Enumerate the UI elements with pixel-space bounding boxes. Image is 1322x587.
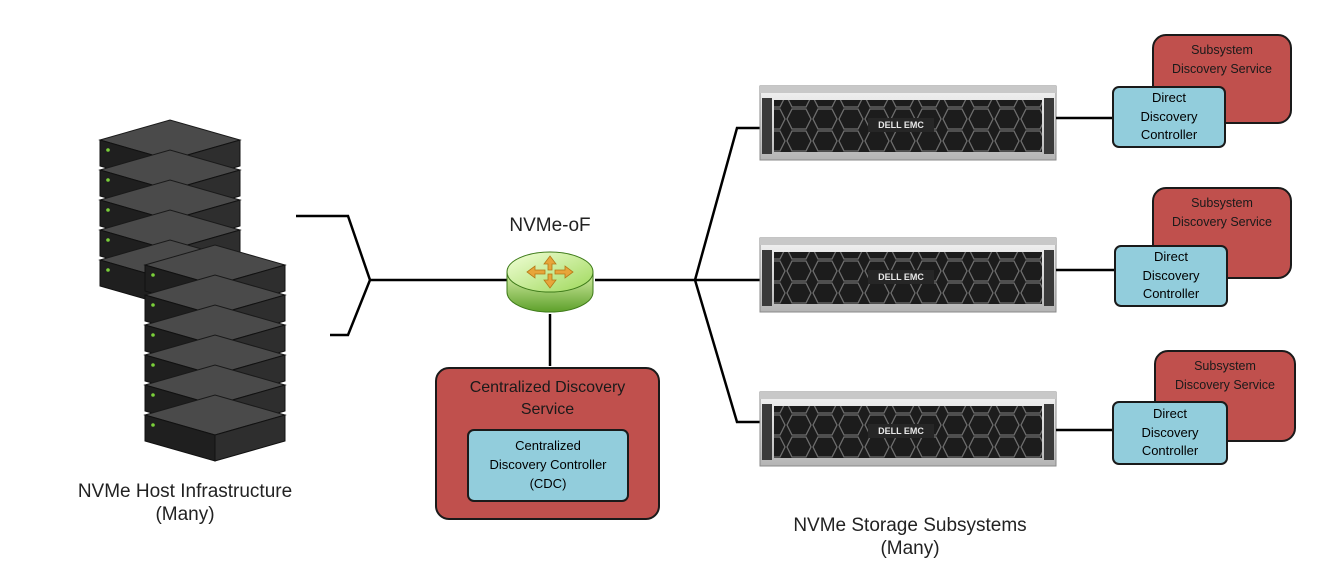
ddc-2-line-3: Controller xyxy=(1142,286,1200,302)
sds-2-line-2: Discovery Service xyxy=(1171,215,1273,230)
sds-title-3: Subsystem Discovery Service xyxy=(1156,357,1294,396)
cds-title: Centralized Discovery Service xyxy=(437,377,658,420)
storage-brand-label-3: DELL EMC xyxy=(878,426,924,436)
cdc-line-2: Discovery Controller xyxy=(489,457,607,473)
sds-1-line-2: Discovery Service xyxy=(1171,62,1273,77)
cdc-line-3: (CDC) xyxy=(529,475,567,491)
sds-2-line-1: Subsystem xyxy=(1191,196,1253,210)
ddc-1-line-1: Direct xyxy=(1152,89,1186,105)
ddc-2-line-2: Discovery xyxy=(1142,267,1200,283)
ddc-3-line-3: Controller xyxy=(1141,443,1199,459)
centralized-discovery-service-box: Centralized Discovery Service Centralize… xyxy=(435,367,660,520)
host-label-line-1: NVMe Host Infrastructure xyxy=(77,481,293,502)
ddc-3-line-1: Direct xyxy=(1153,405,1187,421)
ddc-1-line-3: Controller xyxy=(1140,127,1198,143)
cdc-line-1: Centralized xyxy=(515,438,581,454)
storage-brand-label-2: DELL EMC xyxy=(878,272,924,282)
centralized-discovery-controller-box: Centralized Discovery Controller (CDC) xyxy=(467,429,629,502)
host-server-rack-front xyxy=(144,244,286,462)
direct-discovery-controller-box-3: Direct Discovery Controller xyxy=(1112,401,1228,465)
cds-title-line-1: Centralized Discovery xyxy=(469,379,626,396)
storage-label-line-2: (Many) xyxy=(880,537,940,559)
storage-label-line-1: NVMe Storage Subsystems xyxy=(793,515,1027,536)
sds-title-1: Subsystem Discovery Service xyxy=(1154,41,1290,80)
ddc-2-line-1: Direct xyxy=(1154,248,1188,264)
storage-to-controller-lines xyxy=(1056,116,1114,432)
storage-subsystems-label: NVMe Storage Subsystems (Many) xyxy=(760,515,1060,561)
nvme-of-router-icon xyxy=(506,251,594,313)
fabric-fanout-lines xyxy=(595,126,760,424)
host-connection-lines xyxy=(296,214,510,337)
storage-brand-label-1: DELL EMC xyxy=(878,120,924,130)
host-infrastructure-label: NVMe Host Infrastructure (Many) xyxy=(30,481,340,527)
sds-1-line-1: Subsystem xyxy=(1191,43,1253,57)
host-label-line-2: (Many) xyxy=(155,503,215,525)
sds-title-2: Subsystem Discovery Service xyxy=(1154,194,1290,233)
sds-3-line-2: Discovery Service xyxy=(1174,378,1276,393)
sds-3-line-1: Subsystem xyxy=(1194,359,1256,373)
fabric-label: NVMe-oF xyxy=(509,215,591,236)
direct-discovery-controller-box-1: Direct Discovery Controller xyxy=(1112,86,1226,148)
ddc-1-line-2: Discovery xyxy=(1140,108,1198,124)
direct-discovery-controller-box-2: Direct Discovery Controller xyxy=(1114,245,1228,307)
cds-title-line-2: Service xyxy=(520,400,575,418)
ddc-3-line-2: Discovery xyxy=(1141,424,1199,440)
